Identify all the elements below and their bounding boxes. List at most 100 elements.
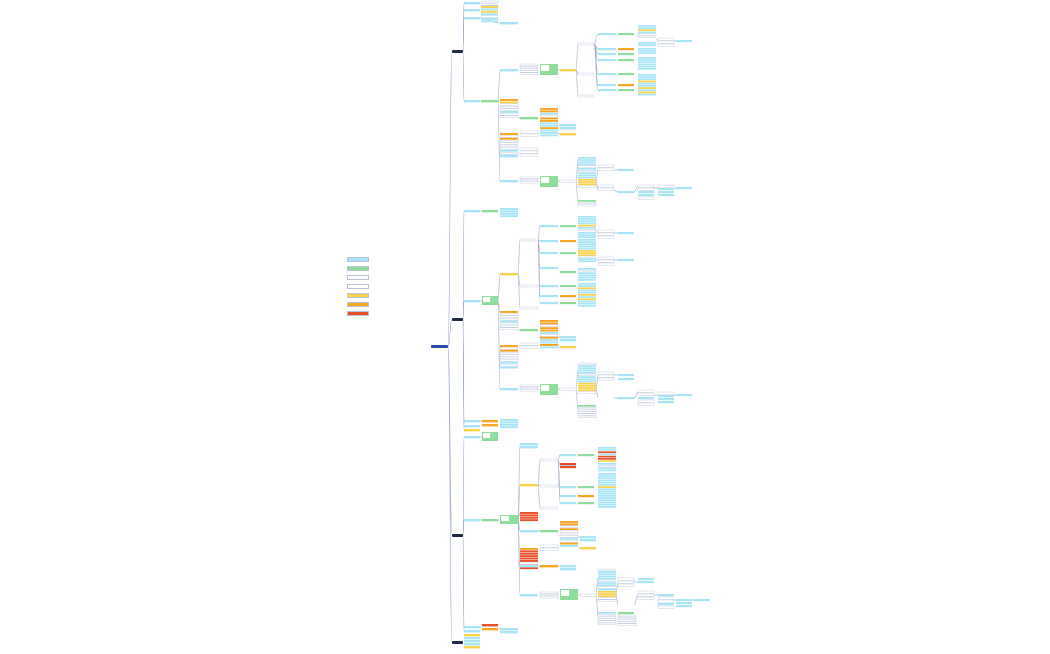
mindmap-node[interactable] [520, 565, 538, 568]
mindmap-node[interactable] [638, 48, 656, 50]
mindmap-node[interactable] [577, 204, 597, 207]
mindmap-node[interactable] [540, 134, 558, 137]
mindmap-node[interactable] [598, 467, 616, 470]
mindmap-node[interactable] [539, 334, 559, 337]
mindmap-node[interactable] [598, 503, 616, 506]
mindmap-node[interactable] [480, 3, 499, 6]
mindmap-node[interactable] [577, 415, 597, 418]
mindmap-node[interactable] [580, 539, 596, 542]
mindmap-node[interactable] [539, 506, 559, 510]
mindmap-node[interactable] [519, 150, 539, 154]
mindmap-node[interactable] [560, 454, 576, 457]
mindmap-node[interactable] [598, 486, 616, 488]
mindmap-node[interactable] [597, 229, 615, 233]
mindmap-node[interactable] [578, 163, 596, 166]
mindmap-node[interactable] [578, 179, 596, 181]
mindmap-node[interactable] [598, 577, 616, 580]
mindmap-node[interactable] [499, 135, 519, 138]
mindmap-node[interactable] [638, 80, 656, 83]
mindmap-node[interactable] [519, 387, 539, 390]
mindmap-node[interactable] [464, 100, 480, 103]
mindmap-node[interactable] [481, 20, 498, 23]
mindmap-node[interactable] [499, 325, 519, 328]
mindmap-node[interactable] [560, 225, 576, 228]
mindmap-node[interactable] [580, 547, 596, 550]
mindmap-node[interactable] [482, 628, 498, 631]
mindmap-node[interactable] [540, 336, 558, 339]
mindmap-node[interactable] [598, 84, 616, 87]
mindmap-node[interactable] [499, 364, 519, 367]
mindmap-node[interactable] [560, 133, 576, 136]
mindmap-node[interactable] [618, 73, 634, 76]
mindmap-node[interactable] [500, 101, 518, 104]
mindmap-node[interactable] [578, 224, 596, 227]
mindmap-node[interactable] [597, 232, 615, 236]
mindmap-node[interactable] [482, 210, 498, 213]
mindmap-node[interactable] [617, 621, 637, 624]
mindmap-node[interactable] [577, 165, 597, 168]
mindmap-node[interactable] [578, 222, 596, 225]
mindmap-node[interactable] [519, 345, 539, 349]
mindmap-node[interactable] [578, 200, 596, 202]
mindmap-node[interactable] [637, 389, 655, 393]
mindmap-node[interactable] [500, 311, 518, 313]
section-node-3[interactable] [452, 534, 463, 537]
mindmap-node[interactable] [638, 85, 656, 87]
mindmap-node[interactable] [578, 157, 596, 159]
mindmap-node[interactable] [481, 10, 498, 13]
mindmap-node[interactable] [578, 234, 596, 236]
mindmap-node[interactable] [559, 540, 579, 543]
mindmap-node[interactable] [559, 387, 577, 391]
mindmap-node[interactable] [560, 568, 576, 571]
mindmap-node[interactable] [540, 530, 558, 533]
mindmap-node[interactable] [519, 342, 539, 346]
mindmap-node[interactable] [598, 53, 616, 56]
mindmap-node[interactable] [519, 178, 539, 182]
mindmap-node[interactable] [539, 591, 559, 594]
mindmap-node[interactable] [597, 259, 615, 263]
mindmap-node[interactable] [500, 155, 518, 158]
mindmap-root-node[interactable] [431, 345, 448, 348]
mindmap-node[interactable] [578, 276, 596, 279]
mindmap-node[interactable] [540, 565, 558, 568]
mindmap-node[interactable] [597, 579, 617, 582]
mindmap-node[interactable] [578, 502, 594, 505]
mindmap-node[interactable] [598, 458, 616, 460]
mindmap-node[interactable] [597, 262, 615, 266]
mindmap-node[interactable] [500, 388, 518, 391]
mindmap-node[interactable] [500, 133, 518, 135]
mindmap-node[interactable] [499, 359, 519, 362]
mindmap-node[interactable] [638, 74, 656, 76]
mindmap-node[interactable] [539, 458, 559, 462]
mindmap-node[interactable] [638, 578, 654, 581]
mindmap-node[interactable] [598, 479, 616, 482]
mindmap-node[interactable] [519, 181, 539, 184]
mindmap-node[interactable] [578, 405, 596, 407]
mindmap-node[interactable] [577, 270, 597, 273]
mindmap-node[interactable] [578, 294, 596, 296]
mindmap-node[interactable] [520, 530, 538, 533]
mindmap-node[interactable] [519, 306, 539, 310]
mindmap-node[interactable] [519, 130, 539, 134]
mindmap-node[interactable] [638, 89, 656, 92]
mindmap-node[interactable] [500, 137, 518, 140]
mindmap-node[interactable] [597, 618, 617, 621]
mindmap-node[interactable] [578, 172, 596, 175]
mindmap-node[interactable] [598, 499, 616, 502]
mindmap-node[interactable] [597, 187, 615, 191]
mindmap-node[interactable] [464, 630, 480, 633]
mindmap-node[interactable] [519, 63, 539, 66]
mindmap-node[interactable] [520, 555, 538, 558]
mindmap-node[interactable] [560, 523, 578, 526]
mindmap-node[interactable] [464, 643, 480, 646]
mindmap-node[interactable] [598, 475, 616, 477]
mindmap-node[interactable] [560, 240, 576, 243]
mindmap-node[interactable] [464, 429, 480, 432]
mindmap-node[interactable] [578, 495, 594, 498]
mindmap-node[interactable] [598, 477, 616, 480]
mindmap-node[interactable] [540, 225, 558, 228]
mindmap-node[interactable] [481, 18, 498, 20]
mindmap-node[interactable] [637, 184, 655, 188]
mindmap-node[interactable] [519, 65, 539, 69]
mindmap-node[interactable] [638, 25, 656, 27]
